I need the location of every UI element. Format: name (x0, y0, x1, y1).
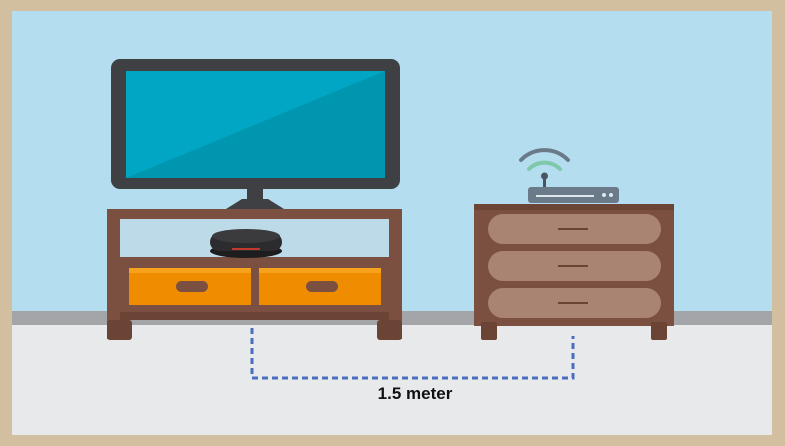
drawer-handle-left (176, 281, 208, 292)
dresser (474, 204, 674, 340)
media-player-led (232, 248, 260, 250)
tv (111, 59, 400, 209)
distance-label: 1.5 meter (377, 384, 453, 403)
media-player (210, 229, 282, 258)
drawer-handle-right (306, 281, 338, 292)
cable-path (250, 328, 575, 380)
tv-neck (247, 189, 263, 199)
router (528, 172, 619, 203)
router-antenna (543, 176, 546, 187)
floor (12, 325, 772, 435)
tv-stand-base (226, 199, 284, 209)
wifi-icon (519, 148, 570, 171)
